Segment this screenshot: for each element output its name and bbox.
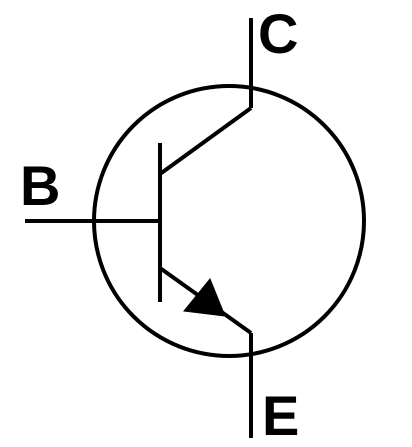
emitter-arrow-icon (183, 278, 226, 317)
base-label: B (20, 154, 61, 217)
emitter-label: E (262, 384, 300, 447)
collector-diagonal (158, 106, 253, 176)
collector-label: C (258, 2, 299, 65)
